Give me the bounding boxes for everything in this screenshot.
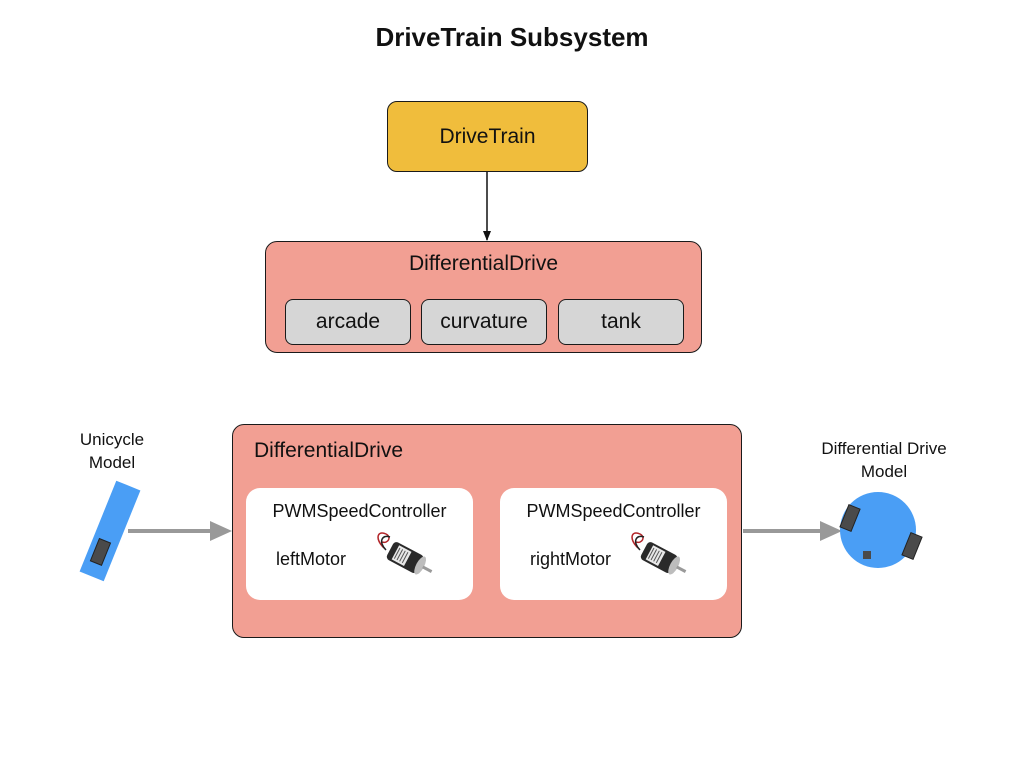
differential-robot-icon: [839, 492, 923, 568]
differential-drive-model-label-line2: Model: [860, 462, 908, 481]
right-speed-controller: PWMSpeedController rightMotor: [500, 488, 727, 600]
motor-icon: [631, 532, 687, 575]
method-curvature: curvature: [421, 299, 547, 345]
differential-drive-model-label: Differential Drive Model: [800, 437, 968, 483]
motor-icon: [377, 532, 433, 575]
method-tank: tank: [558, 299, 684, 345]
differential-drive-methods-box: DifferentialDrive arcade curvature tank: [265, 241, 702, 353]
differential-drive-controllers-box: DifferentialDrive PWMSpeedController lef…: [232, 424, 742, 638]
unicycle-icon: [79, 480, 141, 582]
method-arcade: arcade: [285, 299, 411, 345]
differential-drive-label: DifferentialDrive: [409, 252, 558, 275]
drivetrain-label: DriveTrain: [439, 124, 536, 148]
differential-drive-model-label-line1: Differential Drive: [821, 439, 947, 458]
controller-type-label: PWMSpeedController: [526, 501, 701, 521]
left-speed-controller: PWMSpeedController leftMotor: [246, 488, 473, 600]
controller-name-label: rightMotor: [530, 549, 612, 569]
differential-drive-label: DifferentialDrive: [254, 439, 403, 462]
unicycle-to-differentialdrive-arrow: [128, 521, 232, 541]
controller-type-label: PWMSpeedController: [272, 501, 447, 521]
unicycle-model-label-line1: Unicycle: [79, 430, 145, 449]
controller-name-label: leftMotor: [276, 549, 347, 569]
diagram-title: DriveTrain Subsystem: [375, 22, 649, 52]
differentialdrive-to-model-arrow: [743, 521, 842, 541]
drivetrain-box: DriveTrain: [387, 101, 588, 172]
unicycle-model-label-line2: Model: [88, 453, 136, 472]
unicycle-model-label: Unicycle Model: [58, 428, 166, 474]
